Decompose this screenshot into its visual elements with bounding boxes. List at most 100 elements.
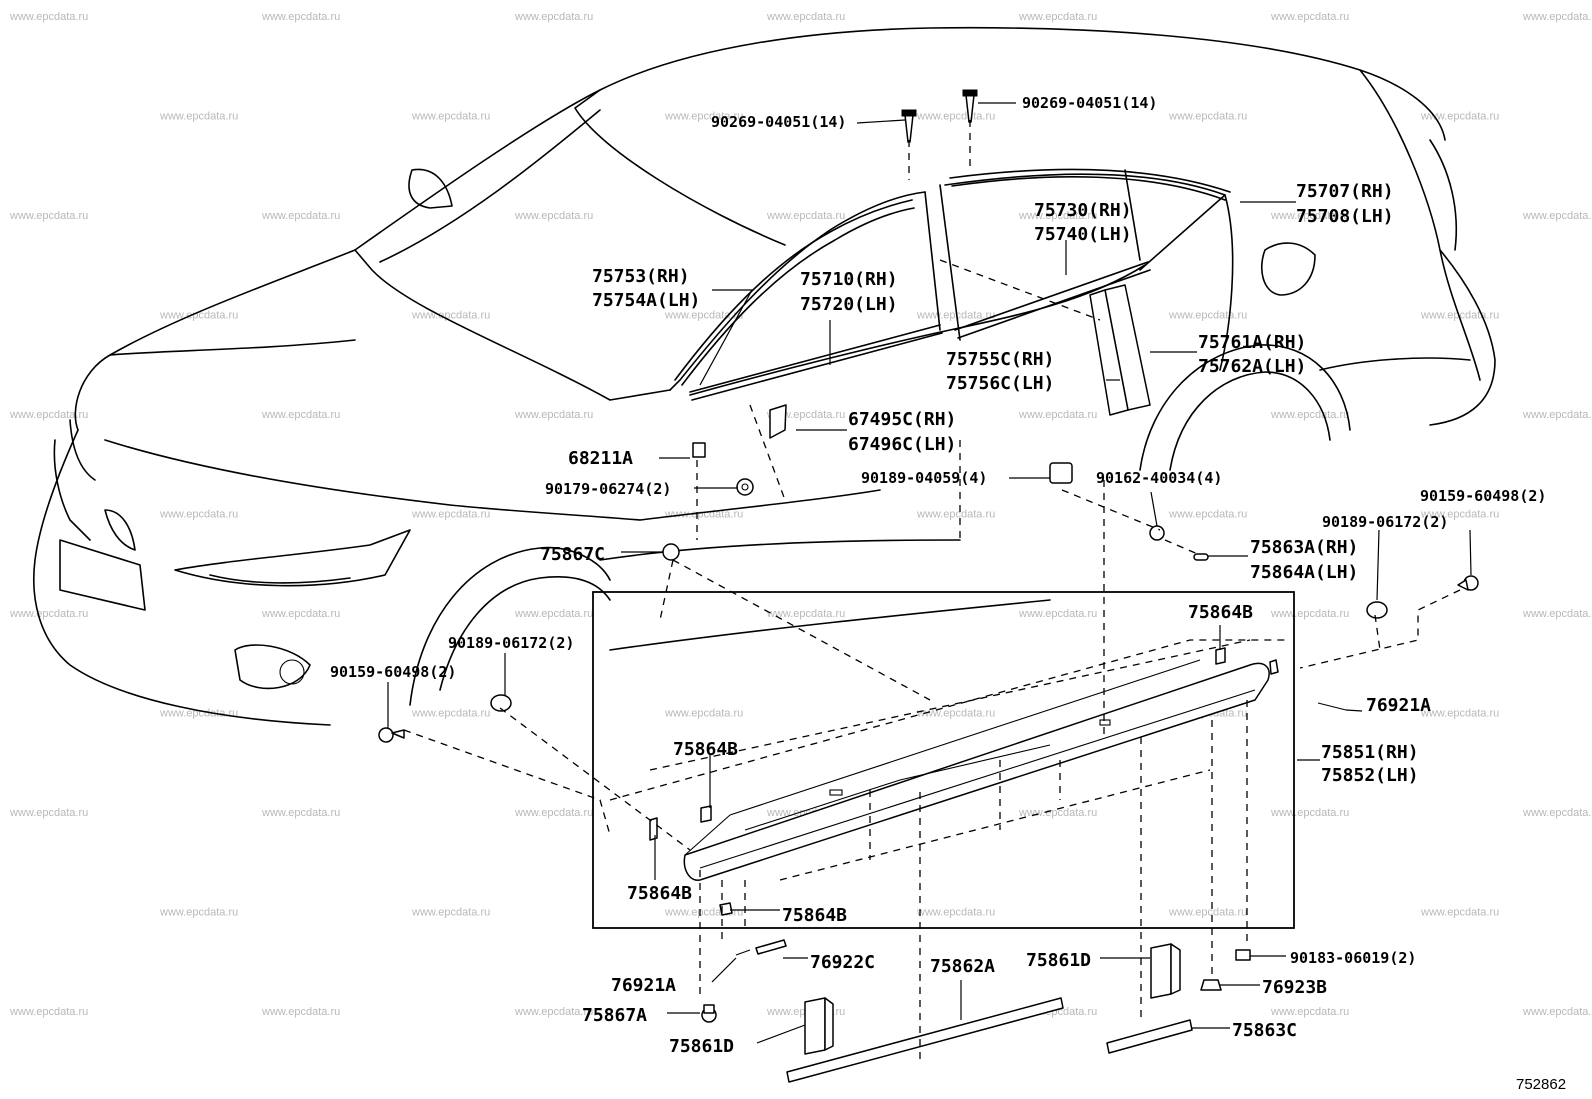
watermark-text: www.epcdata.ru: [514, 1006, 593, 1018]
watermark-text: www.epcdata.ru: [916, 509, 995, 521]
watermark-text: www.epcdata.ru: [1522, 608, 1592, 620]
watermark-text: www.epcdata.ru: [9, 11, 88, 23]
label-75861d-r: 75861D: [1026, 950, 1091, 971]
label-75864b-left: 75864B: [673, 739, 738, 760]
watermark-text: www.epcdata.ru: [261, 608, 340, 620]
watermark-text: www.epcdata.ru: [411, 310, 490, 322]
label-75867a: 75867A: [582, 1005, 647, 1026]
watermark-text: www.epcdata.ru: [766, 608, 845, 620]
label-75867c: 75867C: [540, 544, 605, 565]
label-75720: 75720(LH): [800, 294, 898, 315]
watermark-text: www.epcdata.ru: [664, 509, 743, 521]
watermark-text: www.epcdata.ru: [1522, 1006, 1592, 1018]
watermark-text: www.epcdata.ru: [1270, 409, 1349, 421]
watermark-text: www.epcdata.ru: [1270, 210, 1349, 222]
label-75864b-top: 75864B: [1188, 602, 1253, 623]
label-90179-06274: 90179-06274(2): [545, 480, 671, 498]
watermark-text: www.epcdata.ru: [9, 409, 88, 421]
watermark-text: www.epcdata.ru: [664, 111, 743, 123]
label-75861d-l: 75861D: [669, 1036, 734, 1057]
watermark-text: www.epcdata.ru: [261, 1006, 340, 1018]
watermark-text: www.epcdata.ru: [1168, 310, 1247, 322]
watermark-text: www.epcdata.ru: [9, 608, 88, 620]
watermark-text: www.epcdata.ru: [1420, 111, 1499, 123]
watermark-text: www.epcdata.ru: [1522, 210, 1592, 222]
label-90269-a: 90269-04051(14): [711, 113, 846, 131]
watermark-text: www.epcdata.ru: [766, 210, 845, 222]
label-90189-04059: 90189-04059(4): [861, 469, 987, 487]
label-76922c: 76922C: [810, 952, 875, 973]
watermark-text: www.epcdata.ru: [261, 409, 340, 421]
watermark-text: www.epcdata.ru: [411, 509, 490, 521]
label-67495c: 67495C(RH): [848, 409, 956, 430]
label-75761a: 75761A(RH): [1198, 332, 1306, 353]
watermark-text: www.epcdata.ru: [514, 409, 593, 421]
label-75740: 75740(LH): [1034, 224, 1132, 245]
label-90189-06172-l: 90189-06172(2): [448, 634, 574, 652]
watermark-text: www.epcdata.ru: [1168, 111, 1247, 123]
label-75852: 75852(LH): [1321, 765, 1419, 786]
watermark-text: www.epcdata.ru: [1168, 509, 1247, 521]
label-90269-b: 90269-04051(14): [1022, 94, 1157, 112]
label-75730: 75730(RH): [1034, 200, 1132, 221]
label-75707: 75707(RH): [1296, 181, 1394, 202]
label-76923b: 76923B: [1262, 977, 1327, 998]
watermark-text: www.epcdata.ru: [9, 1006, 88, 1018]
watermark-text: www.epcdata.ru: [664, 310, 743, 322]
car-body-outline: [32, 26, 1496, 726]
watermark-text: www.epcdata.ru: [916, 708, 995, 720]
label-90159-60498-r: 90159-60498(2): [1420, 487, 1546, 505]
watermark-text: www.epcdata.ru: [916, 310, 995, 322]
label-75851: 75851(RH): [1321, 742, 1419, 763]
watermark-text: www.epcdata.ru: [1522, 807, 1592, 819]
label-67496c: 67496C(LH): [848, 434, 956, 455]
watermark-text: www.epcdata.ru: [1270, 11, 1349, 23]
watermark-text: www.epcdata.ru: [9, 210, 88, 222]
label-75864b-b: 75864B: [782, 905, 847, 926]
label-75753: 75753(RH): [592, 266, 690, 287]
watermark-text: www.epcdata.ru: [514, 210, 593, 222]
watermark-text: www.epcdata.ru: [664, 708, 743, 720]
watermark-text: www.epcdata.ru: [1018, 409, 1097, 421]
label-75708: 75708(LH): [1296, 206, 1394, 227]
watermark-text: www.epcdata.ru: [1270, 608, 1349, 620]
label-75755c: 75755C(RH): [946, 349, 1054, 370]
label-75762a: 75762A(LH): [1198, 356, 1306, 377]
window-moldings: [609, 168, 1231, 651]
watermark-text: www.epcdata.ru: [411, 708, 490, 720]
label-75864b-bl: 75864B: [627, 883, 692, 904]
watermark-text: www.epcdata.ru: [159, 509, 238, 521]
watermark-text: www.epcdata.ru: [1522, 11, 1592, 23]
watermark-text: www.epcdata.ru: [1420, 509, 1499, 521]
watermark-text: www.epcdata.ru: [1168, 907, 1247, 919]
watermark-text: www.epcdata.ru: [411, 111, 490, 123]
label-76921a-r: 76921A: [1366, 695, 1431, 716]
watermark-text: www.epcdata.ru: [159, 907, 238, 919]
label-90162-40034: 90162-40034(4): [1096, 469, 1222, 487]
label-68211a: 68211A: [568, 448, 633, 469]
label-75864a: 75864A(LH): [1250, 562, 1358, 583]
watermark-text: www.epcdata.ru: [261, 11, 340, 23]
watermark-text: www.epcdata.ru: [514, 608, 593, 620]
part-labels: 90269-04051(14) 90269-04051(14) 75707(RH…: [330, 94, 1546, 1057]
label-75756c: 75756C(LH): [946, 373, 1054, 394]
watermark-text: www.epcdata.ru: [261, 807, 340, 819]
watermark-text: www.epcdata.ru: [1018, 11, 1097, 23]
cushion-parts: [786, 943, 1193, 1083]
watermark-text: www.epcdata.ru: [159, 310, 238, 322]
label-75863c: 75863C: [1232, 1020, 1297, 1041]
watermark-text: www.epcdata.ru: [916, 907, 995, 919]
watermark-text: www.epcdata.ru: [159, 708, 238, 720]
watermark-text: www.epcdata.ru: [1420, 708, 1499, 720]
watermark-text: www.epcdata.ru: [514, 807, 593, 819]
label-90183-06019: 90183-06019(2): [1290, 949, 1416, 967]
watermark-text: www.epcdata.ru: [1270, 1006, 1349, 1018]
rocker-panel-moulding: [683, 659, 1270, 881]
watermark-text: www.epcdata.ru: [514, 11, 593, 23]
watermark-text: www.epcdata.ru: [159, 111, 238, 123]
watermark-text: www.epcdata.ru: [9, 807, 88, 819]
watermark-text: www.epcdata.ru: [916, 111, 995, 123]
watermark-text: www.epcdata.ru: [1018, 210, 1097, 222]
